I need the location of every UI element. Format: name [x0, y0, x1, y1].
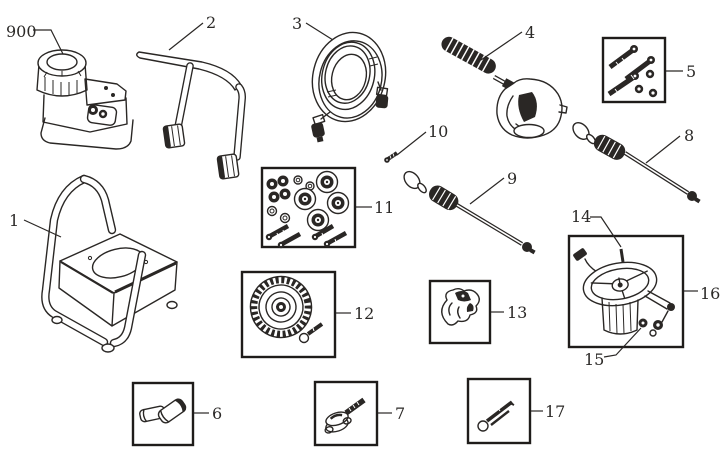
cart-frame-drawing [41, 174, 178, 353]
kit-box-13 [428, 279, 492, 345]
leader-15 [603, 327, 642, 358]
leader-10 [396, 131, 427, 156]
kit-box-6 [131, 381, 195, 447]
lance-wand-9-drawing [403, 170, 536, 255]
part-label-9: 9 [507, 169, 517, 188]
part-label-17: 17 [545, 402, 565, 421]
part-label-12: 12 [354, 304, 374, 323]
kit-box-16 [567, 234, 685, 349]
lance-wand-8-drawing [572, 122, 701, 204]
wheel-kit-drawing [240, 270, 337, 359]
leader-2 [168, 22, 204, 51]
part-label-2: 2 [206, 13, 216, 32]
kit-box-5 [601, 36, 667, 104]
knob-bolt-drawing [313, 380, 379, 447]
kit-box-7 [313, 380, 379, 447]
part-label-6: 6 [212, 404, 222, 423]
part-label-16: 16 [700, 284, 720, 303]
leader-900 [33, 29, 64, 55]
part-label-11: 11 [374, 198, 394, 217]
part-label-15: 15 [584, 350, 604, 369]
part-label-14: 14 [571, 207, 591, 226]
screw-drawing [384, 151, 399, 163]
part-label-4: 4 [525, 23, 535, 42]
part-label-1: 1 [9, 211, 19, 230]
holder-clip-drawing [428, 279, 492, 345]
foot-kit-drawing [131, 381, 195, 447]
part-label-3: 3 [292, 14, 302, 33]
spray-gun-drawing [441, 36, 568, 139]
kit-box-12 [240, 270, 337, 359]
key-pin-shape [619, 248, 625, 263]
seal-kit-drawing [260, 166, 357, 249]
kit-box-11 [260, 166, 357, 249]
bolt-and-nut-kit-drawing [601, 36, 667, 104]
part-label-10: 10 [428, 122, 448, 141]
part-label-900: 900 [6, 22, 37, 41]
kit-bolts [265, 224, 348, 249]
hitch-pin-drawing [466, 377, 532, 445]
pump-assembly-drawing [567, 234, 685, 349]
leader-4 [480, 31, 523, 61]
part-label-7: 7 [395, 404, 405, 423]
high-pressure-hose-drawing [311, 31, 389, 143]
part-label-13: 13 [507, 303, 527, 322]
engine-assembly-drawing [36, 49, 134, 150]
seal-rings [293, 170, 350, 232]
leader-14 [590, 216, 622, 248]
leader-3 [305, 22, 334, 41]
leader-1 [23, 219, 62, 238]
part-label-8: 8 [684, 126, 694, 145]
leader-8 [645, 135, 681, 164]
part-label-5: 5 [686, 62, 696, 81]
kit-box-17 [466, 377, 532, 445]
leader-9 [469, 177, 505, 205]
handle-bar-drawing [136, 51, 246, 180]
